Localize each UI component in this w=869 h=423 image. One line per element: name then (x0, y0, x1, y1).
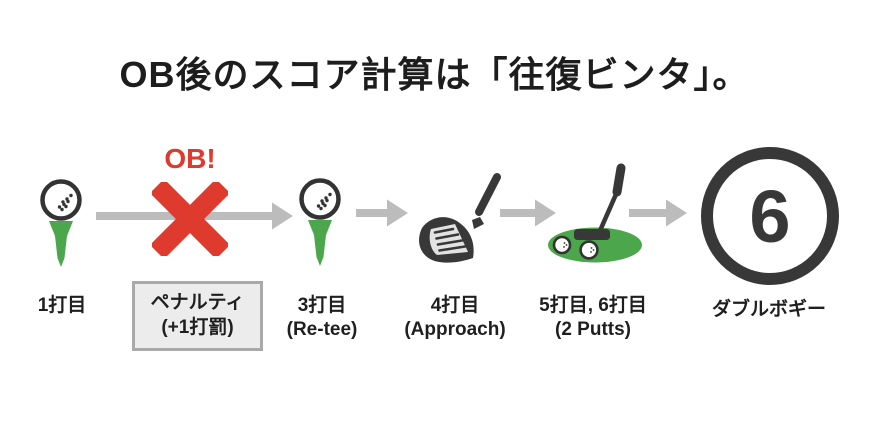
golf-ball-on-tee-icon (40, 179, 82, 267)
step56-label-line2: (2 Putts) (555, 318, 631, 340)
penalty-line2: (+1打罰) (161, 317, 234, 338)
ob-label: OB! (164, 143, 216, 174)
iron-club-icon (419, 173, 501, 263)
arrow-right-icon (629, 199, 687, 227)
score-circle-badge: 6 (701, 147, 839, 285)
arrow-right-icon (500, 199, 556, 227)
step3-label: 3打目 (Re-tee) (258, 294, 386, 342)
penalty-line1: ペナルティ (150, 292, 245, 314)
arrow-right-icon (356, 199, 408, 227)
step3-label-line2: (Re-tee) (286, 318, 358, 340)
putter-on-green-icon (548, 163, 642, 263)
result-label: ダブルボギー (689, 298, 849, 322)
red-cross-icon (152, 182, 228, 256)
penalty-box: ペナルティ (+1打罰) (132, 281, 263, 351)
step56-label: 5打目, 6打目 (2 Putts) (524, 294, 662, 342)
result-label-text: ダブルボギー (711, 299, 826, 320)
step1-label: 1打目 (12, 294, 112, 318)
page-title: OB後のスコア計算は「往復ビンタ」。 (119, 54, 750, 95)
step3-label-line1: 3打目 (297, 295, 347, 316)
step4-label-line2: (Approach) (404, 318, 506, 340)
step56-label-line1: 5打目, 6打目 (539, 295, 647, 316)
step4-label: 4打目 (Approach) (386, 294, 524, 342)
step1-label-text: 1打目 (37, 295, 87, 316)
step4-label-line1: 4打目 (430, 295, 480, 316)
golf-ball-on-tee-icon (299, 178, 341, 266)
score-value: 6 (749, 174, 791, 258)
